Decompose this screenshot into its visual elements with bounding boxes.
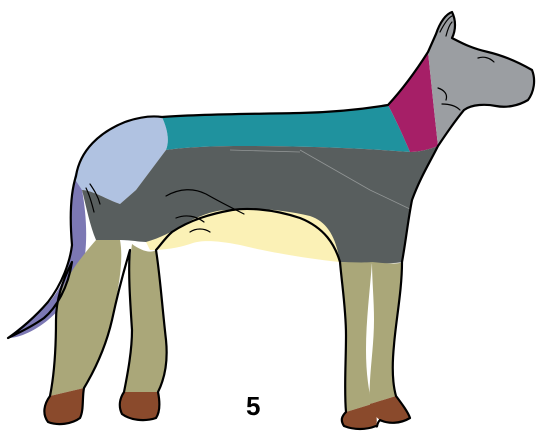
region-hind-leg-near — [50, 240, 121, 396]
region-head — [428, 12, 534, 146]
figure-number: 5 — [246, 391, 260, 422]
region-fore-leg-far — [370, 262, 402, 404]
region-back — [162, 105, 410, 152]
